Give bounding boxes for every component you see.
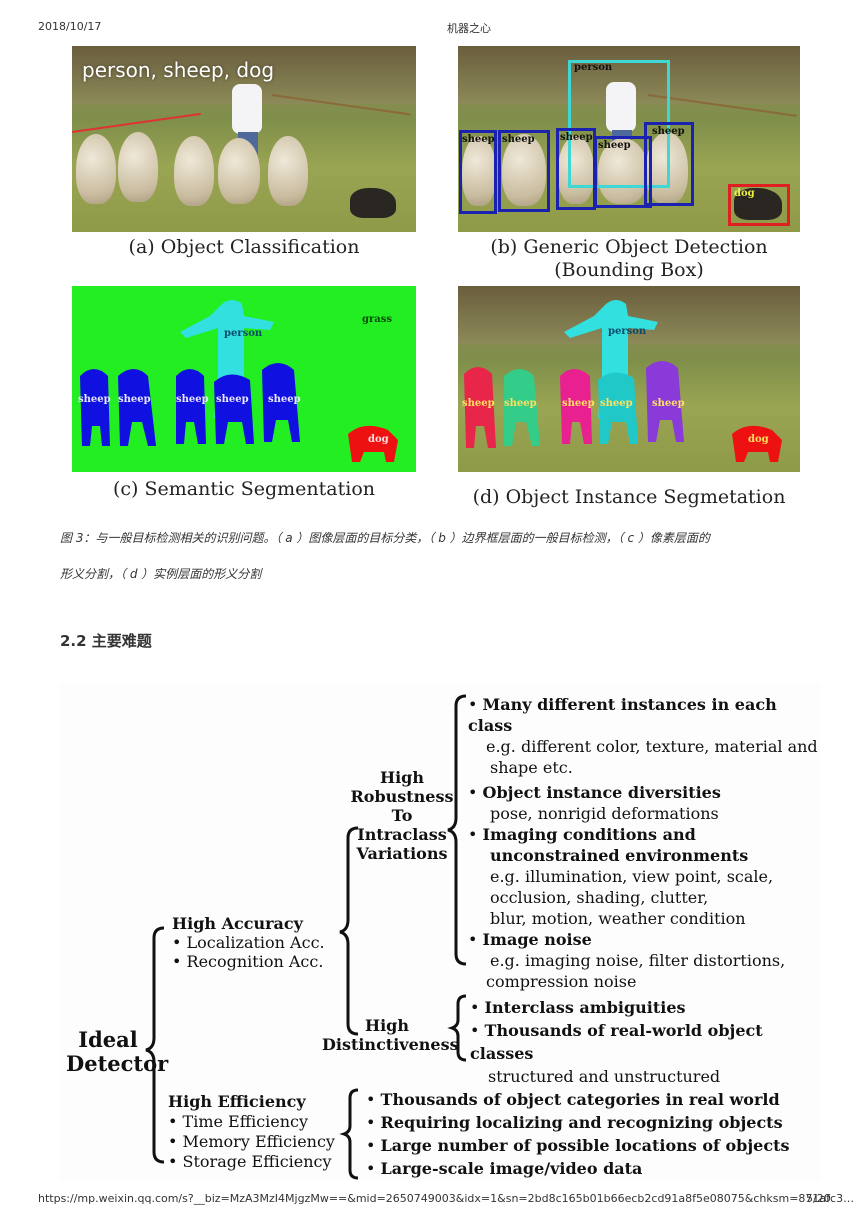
robustness-points: • Many different instances in each class… <box>468 694 818 992</box>
panel-d-image: person sheep sheep sheep sheep sheep dog <box>458 286 800 472</box>
distinctiveness-points: • Interclass ambiguities • Thousands of … <box>470 996 820 1088</box>
seg-person-label: person <box>224 328 263 339</box>
efficiency-item-2: • Memory Efficiency <box>168 1132 335 1151</box>
diagram-braces <box>145 694 467 1180</box>
robustness-line5: Variations <box>356 844 448 863</box>
rp1-detail-2: shape etc. <box>490 758 573 777</box>
rp3-detail-3: blur, motion, weather condition <box>490 909 746 928</box>
panel-a-caption: (a) Object Classification <box>128 236 360 258</box>
figure-caption-line2: 形义分割，（ d ）实例层面的形义分割 <box>60 567 262 581</box>
panel-b-caption-line1: (b) Generic Object Detection <box>490 236 768 258</box>
seg-sheep-label-2: sheep <box>118 394 151 405</box>
semantic-masks <box>80 300 398 462</box>
inst-sheep-label-4: sheep <box>600 398 633 409</box>
dp2-detail-1: structured and unstructured <box>488 1067 721 1086</box>
bbox-person-label: person <box>574 62 613 73</box>
bbox-sheep-5-label: sheep <box>652 126 685 137</box>
page-number: 5/20 <box>806 1192 831 1205</box>
inst-sheep-label-2: sheep <box>504 398 537 409</box>
ep4: • Large-scale image/video data <box>366 1159 643 1178</box>
ep2: • Requiring localizing and recognizing o… <box>366 1113 783 1132</box>
seg-sheep-label-4: sheep <box>216 394 249 405</box>
bbox-dog <box>728 184 790 226</box>
page-url: https://mp.weixin.qq.com/s?__biz=MzA3MzI… <box>38 1192 855 1205</box>
inst-person-label: person <box>608 326 647 337</box>
rp4-detail-1: e.g. imaging noise, filter distortions, <box>490 951 786 970</box>
detector-diagram: Ideal Detector High Accuracy • Localizat… <box>60 684 820 1180</box>
rp2-title: • Object instance diversities <box>468 783 721 802</box>
seg-sheep-label-5: sheep <box>268 394 301 405</box>
instance-masks <box>464 300 782 462</box>
inst-sheep-label-5: sheep <box>652 398 685 409</box>
panel-c-caption: (c) Semantic Segmentation <box>112 478 375 500</box>
ep1: • Thousands of object categories in real… <box>366 1090 780 1109</box>
accuracy-node: High Accuracy • Localization Acc. • Reco… <box>172 914 325 971</box>
panel-b-image: person sheep sheep sheep sheep sheep dog <box>458 46 800 232</box>
rp4-detail-2: compression noise <box>486 972 637 991</box>
bbox-sheep-3-label: sheep <box>560 132 593 143</box>
rp3-title: • Imaging conditions and <box>468 825 696 844</box>
root-node: Ideal Detector <box>66 1027 169 1076</box>
accuracy-item-1: • Localization Acc. <box>172 933 325 952</box>
robustness-line4: Intraclass <box>357 825 447 844</box>
robustness-node: High Robustness To Intraclass Variations <box>348 768 456 863</box>
rp2-detail-1: pose, nonrigid deformations <box>490 804 719 823</box>
panel-c-image: person grass sheep sheep sheep sheep she… <box>72 286 416 472</box>
robustness-line3: To <box>391 806 413 825</box>
bbox-dog-label: dog <box>734 188 755 199</box>
root-line2: Detector <box>66 1051 169 1076</box>
accuracy-title: High Accuracy <box>172 914 303 933</box>
bbox-sheep-2 <box>498 130 550 212</box>
seg-sheep-label-3: sheep <box>176 394 209 405</box>
panel-d-caption: (d) Object Instance Segmetation <box>472 486 786 508</box>
efficiency-points: • Thousands of object categories in real… <box>366 1088 816 1180</box>
figure-caption: 图 3：与一般目标检测相关的识别问题。（ a ）图像层面的目标分类，（ b ）边… <box>60 520 820 592</box>
accuracy-item-2: • Recognition Acc. <box>172 952 324 971</box>
dp1-title: • Interclass ambiguities <box>470 998 686 1017</box>
distinctiveness-line2: Distinctiveness <box>322 1035 459 1054</box>
efficiency-node: High Efficiency • Time Efficiency • Memo… <box>168 1092 335 1172</box>
print-date: 2018/10/17 <box>38 20 102 33</box>
bbox-sheep-5 <box>644 122 694 206</box>
root-line1: Ideal <box>78 1027 138 1052</box>
seg-dog-label: dog <box>368 434 389 445</box>
seg-sheep-label-1: sheep <box>78 394 111 405</box>
rp3-detail-2: occlusion, shading, clutter, <box>490 888 709 907</box>
efficiency-item-1: • Time Efficiency <box>168 1112 309 1131</box>
rp3-title2: unconstrained environments <box>490 846 749 865</box>
panel-a-overlay-text: person, sheep, dog <box>82 58 275 82</box>
panel-b-caption: (b) Generic Object Detection (Bounding B… <box>458 236 800 282</box>
bbox-sheep-4-label: sheep <box>598 140 631 151</box>
dp2-title: • Thousands of real-world object classes <box>470 1021 763 1063</box>
bbox-sheep-4 <box>594 136 652 208</box>
panel-b-caption-line2: (Bounding Box) <box>554 259 704 281</box>
robustness-line2: Robustness <box>350 787 454 806</box>
rp1-title: • Many different instances in each class <box>468 695 777 735</box>
ep3: • Large number of possible locations of … <box>366 1136 790 1155</box>
seg-grass-label: grass <box>362 314 392 325</box>
section-title: 2.2 主要难题 <box>60 632 152 650</box>
inst-sheep-label-1: sheep <box>462 398 495 409</box>
efficiency-item-3: • Storage Efficiency <box>168 1152 332 1171</box>
panel-a-image: person, sheep, dog <box>71 46 416 232</box>
figure-caption-line1: 图 3：与一般目标检测相关的识别问题。（ a ）图像层面的目标分类，（ b ）边… <box>60 531 710 545</box>
inst-sheep-label-3: sheep <box>562 398 595 409</box>
bbox-sheep-1 <box>459 130 497 214</box>
bbox-sheep-2-label: sheep <box>502 134 535 145</box>
rp4-title: • Image noise <box>468 930 592 949</box>
rp3-detail-1: e.g. illumination, view point, scale, <box>490 867 774 886</box>
rp1-detail-1: e.g. different color, texture, material … <box>486 737 818 756</box>
bbox-sheep-1-label: sheep <box>462 134 495 145</box>
distinctiveness-line1: High <box>364 1016 409 1035</box>
distinctiveness-node: High Distinctiveness <box>322 1016 459 1054</box>
efficiency-title: High Efficiency <box>168 1092 306 1111</box>
site-name: 机器之心 <box>447 22 491 35</box>
inst-dog-label: dog <box>748 434 769 445</box>
robustness-line1: High <box>379 768 424 787</box>
